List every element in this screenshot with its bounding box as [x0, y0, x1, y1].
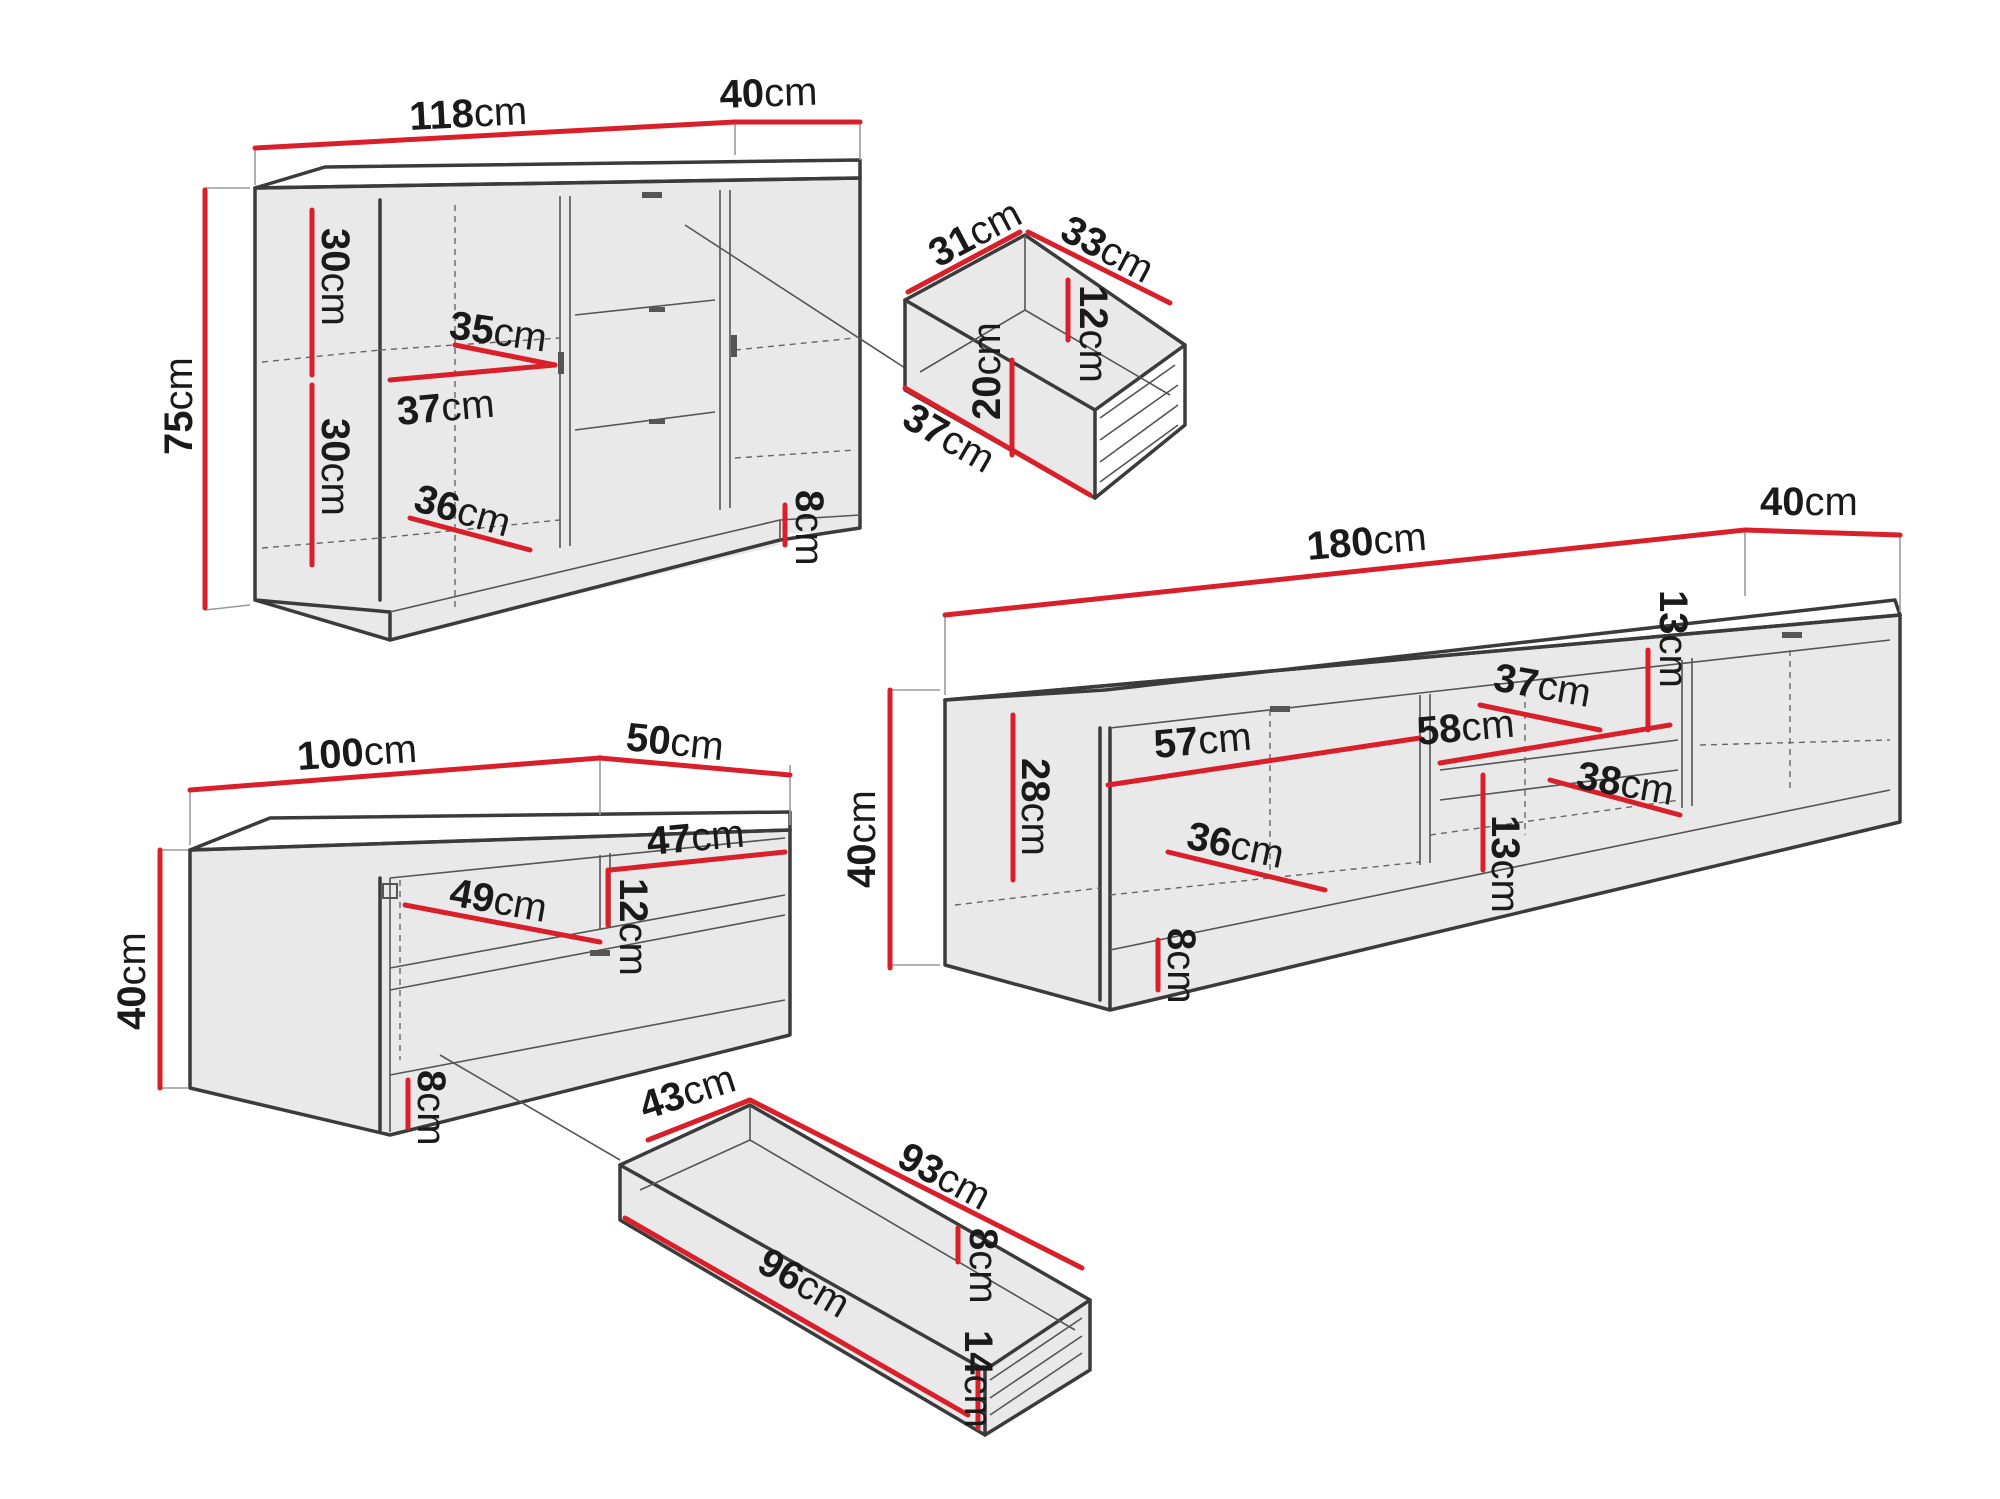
sideboard-plinth-label: 8cm — [787, 490, 831, 566]
sideboard-gap-bottom-label: 30cm — [313, 418, 357, 516]
sideboard-depth-label: 40cm — [719, 70, 818, 117]
coffee-table-width-label: 100cm — [296, 727, 419, 779]
sideboard-shelf-b-label: 37cm — [395, 382, 496, 434]
sideboard-drawing — [253, 158, 906, 642]
big-drawer-dimensions — [622, 1097, 1085, 1431]
sideboard-width-label: 118cm — [408, 89, 528, 139]
coffee-table-shelf-width-label: 47cm — [645, 812, 746, 864]
sideboard-height-label: 75cm — [157, 357, 201, 455]
small-drawer-inner-height-label: 12cm — [1071, 285, 1115, 383]
big-drawer-drawing — [618, 1103, 1092, 1437]
tv-stand-plinth-label: 8cm — [1159, 928, 1203, 1004]
coffee-table-dimensions — [157, 755, 793, 1131]
tv-stand-top-gap-label: 13cm — [1651, 590, 1695, 688]
tv-stand-dimensions — [887, 527, 1903, 993]
coffee-table-drawing — [188, 810, 792, 1161]
coffee-table-shelf-depth-label: 49cm — [446, 871, 550, 931]
coffee-table-gap-label: 12cm — [611, 878, 655, 976]
tv-stand-shelf-b-label: 38cm — [1573, 754, 1677, 814]
tv-stand-bottom-depth-label: 36cm — [1183, 814, 1288, 877]
tv-stand-drawing — [943, 598, 1902, 1012]
tv-stand-width-label: 180cm — [1305, 515, 1428, 569]
big-drawer-front-height-label: 14cm — [956, 1330, 1000, 1428]
tv-stand-height-label: 40cm — [840, 790, 884, 888]
tv-stand-shelf-a-label: 37cm — [1490, 656, 1594, 716]
small-drawer-front-height-label: 20cm — [965, 322, 1009, 420]
coffee-table-labels: 100cm 50cm 40cm 47cm 49cm 12cm 8cm — [110, 715, 746, 1145]
small-drawer-drawing — [903, 233, 1187, 500]
sideboard-dimensions — [202, 119, 863, 611]
tv-stand-inner-height-label: 28cm — [1013, 758, 1057, 856]
sideboard-shelf-a-label: 35cm — [447, 303, 550, 360]
tv-stand-mid-height-label: 13cm — [1483, 815, 1527, 913]
tv-stand-labels: 180cm 40cm 40cm 13cm 37cm 57cm 58cm 38cm… — [840, 480, 1858, 1004]
coffee-table-height-label: 40cm — [110, 932, 154, 1030]
sideboard-gap-top-label: 30cm — [313, 228, 357, 326]
big-drawer-inner-height-label: 8cm — [961, 1228, 1005, 1304]
tv-stand-mid-width-label: 58cm — [1415, 702, 1516, 754]
small-drawer-dimensions — [902, 229, 1173, 498]
tv-stand-depth-label: 40cm — [1760, 480, 1858, 524]
tv-stand-open-width-label: 57cm — [1152, 715, 1253, 767]
coffee-table-depth-label: 50cm — [624, 715, 726, 769]
coffee-table-plinth-label: 8cm — [409, 1070, 453, 1146]
sideboard-labels: 118cm 40cm 75cm 30cm 30cm 35cm 37cm 36cm… — [157, 70, 831, 566]
